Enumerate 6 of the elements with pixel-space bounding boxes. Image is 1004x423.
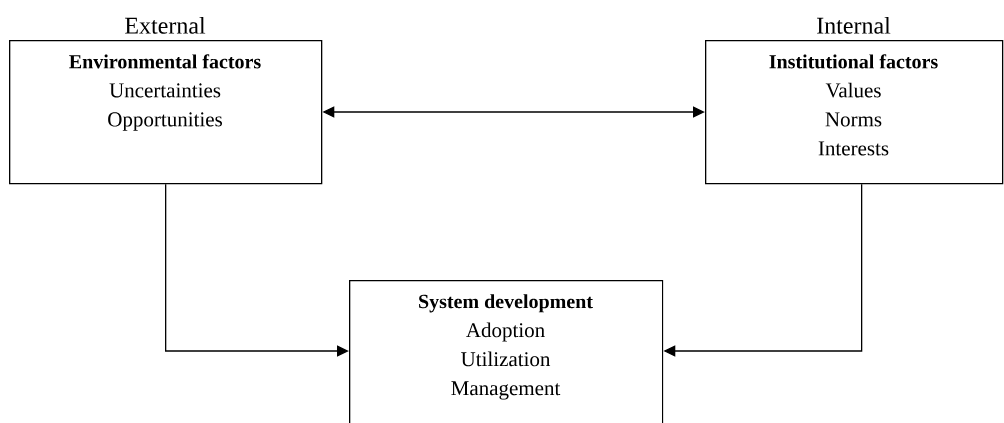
process-box: System development Adoption Utilization Management [349,280,664,423]
heading-label: External [125,16,206,34]
process-box: Institutional factors Values Norms Interests [705,40,1004,185]
heading-label: Internal [817,16,891,34]
process-box: Environmental factors Uncertainties Opportunities [9,40,323,185]
arrow [165,183,349,357]
